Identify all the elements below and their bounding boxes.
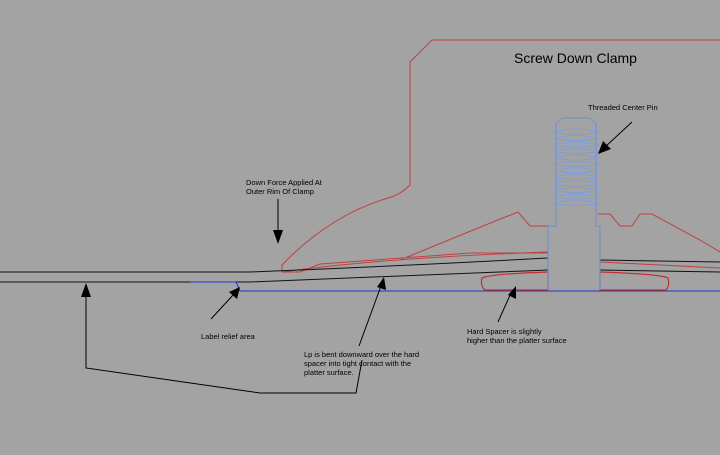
label-center-pin: Threaded Center Pin bbox=[588, 103, 658, 112]
arrow-center-pin bbox=[603, 121, 633, 149]
thread-ring bbox=[552, 135, 600, 141]
arrowhead-label-relief bbox=[229, 287, 240, 299]
label-lp-bent-line1: Lp is bent downward over the hard bbox=[304, 350, 420, 359]
record-right bbox=[599, 259, 720, 273]
label-down-force-line2: Outer Rim Of Clamp bbox=[246, 187, 314, 196]
arrowhead-hard-spacer bbox=[508, 286, 516, 299]
hard-spacer-right bbox=[599, 271, 670, 291]
thread-ring bbox=[552, 128, 600, 135]
platter-surface bbox=[190, 281, 720, 292]
arrowhead-center-pin bbox=[598, 141, 611, 154]
label-down-force: Down Force Applied At Outer Rim Of Clamp bbox=[246, 178, 322, 196]
arrowhead-lp-bent bbox=[377, 277, 386, 290]
arrowhead-lp-left bbox=[81, 283, 91, 297]
thread-ring bbox=[552, 180, 600, 187]
thread-ring bbox=[552, 154, 600, 161]
clamp-outline bbox=[281, 39, 720, 273]
label-lp-bent-line3: platter surface. bbox=[304, 368, 354, 377]
center-pin bbox=[547, 117, 601, 290]
label-hard-spacer-line2: higher than the platter surface bbox=[467, 336, 567, 345]
label-lp-bent-line2: spacer into tight contact with the bbox=[304, 359, 412, 368]
page-title: Screw Down Clamp bbox=[514, 50, 637, 66]
thread-ring bbox=[552, 167, 600, 174]
thread-ring bbox=[552, 148, 600, 154]
thread-ring bbox=[552, 200, 600, 206]
record-bottom bbox=[0, 269, 549, 283]
arrow-label-relief bbox=[210, 293, 235, 320]
thread-ring bbox=[552, 174, 600, 180]
thread-ring bbox=[552, 187, 600, 193]
leader-lp bbox=[85, 294, 363, 394]
thread-ring bbox=[552, 141, 600, 148]
label-hard-spacer-line1: Hard Spacer is slightly bbox=[467, 327, 542, 336]
thread-ring bbox=[552, 161, 600, 167]
arrowhead-down-force bbox=[273, 230, 283, 244]
arrow-hard-spacer bbox=[497, 292, 512, 323]
clamp-inner-edge bbox=[281, 251, 549, 273]
record-top bbox=[0, 257, 549, 273]
label-hard-spacer: Hard Spacer is slightly higher than the … bbox=[467, 327, 567, 345]
thread-ring bbox=[552, 193, 600, 200]
arrow-lp-bent bbox=[358, 285, 382, 347]
label-down-force-line1: Down Force Applied At bbox=[246, 178, 322, 187]
label-relief: Label relief area bbox=[201, 332, 255, 341]
label-lp-bent: Lp is bent downward over the hard spacer… bbox=[304, 350, 419, 377]
pin-threads bbox=[552, 128, 600, 206]
hard-spacer-left bbox=[480, 271, 549, 291]
